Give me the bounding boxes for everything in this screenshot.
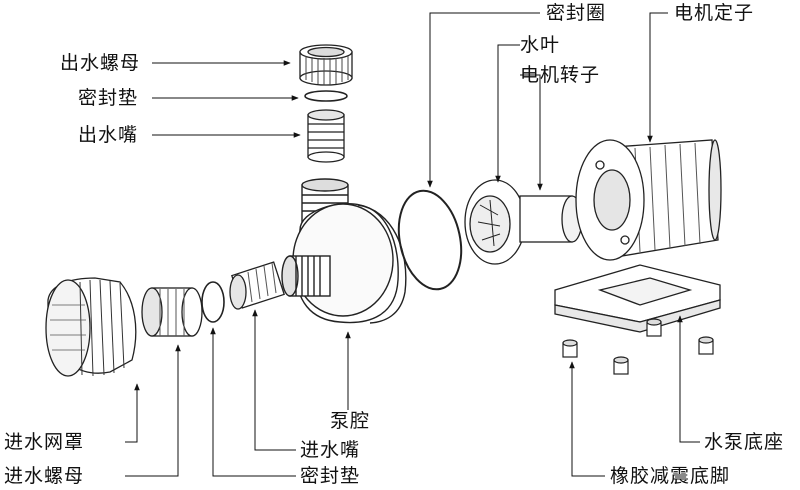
- seal-gasket-bottom-part: [201, 281, 225, 323]
- label-outlet-nut: 出水螺母: [60, 52, 141, 74]
- outlet-nozzle-part: [307, 109, 345, 163]
- impeller-rotor-part: [464, 179, 583, 265]
- pump-body-part: [281, 178, 407, 324]
- inlet-nozzle-part: [229, 261, 285, 310]
- label-inlet-cover: 进水网罩: [4, 431, 85, 453]
- pump-base-part: [554, 264, 721, 333]
- label-rubber-feet: 橡胶减震底脚: [610, 465, 731, 487]
- label-seal-gasket-bottom: 密封垫: [300, 465, 361, 487]
- inlet-cover-part: [45, 277, 137, 377]
- label-impeller: 水叶: [520, 34, 561, 56]
- label-seal-ring: 密封圈: [546, 2, 607, 24]
- label-motor-rotor: 电机转子: [520, 64, 601, 86]
- label-pump-body: 泵腔: [330, 410, 371, 432]
- label-pump-base: 水泵底座: [704, 431, 785, 453]
- motor-stator-part: [575, 139, 722, 261]
- leader-lines: [125, 12, 700, 477]
- label-inlet-nut: 进水螺母: [4, 465, 85, 487]
- rubber-feet-part: [562, 318, 714, 375]
- label-inlet-nozzle: 进水嘴: [300, 439, 361, 461]
- seal-gasket-top-part: [304, 90, 348, 102]
- inlet-nut-part: [141, 287, 203, 337]
- label-outlet-nozzle: 出水嘴: [78, 124, 139, 146]
- label-seal-gasket-top: 密封垫: [78, 87, 139, 109]
- label-motor-stator: 电机定子: [674, 2, 755, 24]
- outlet-nut-part: [299, 44, 353, 86]
- seal-ring-part: [397, 189, 463, 291]
